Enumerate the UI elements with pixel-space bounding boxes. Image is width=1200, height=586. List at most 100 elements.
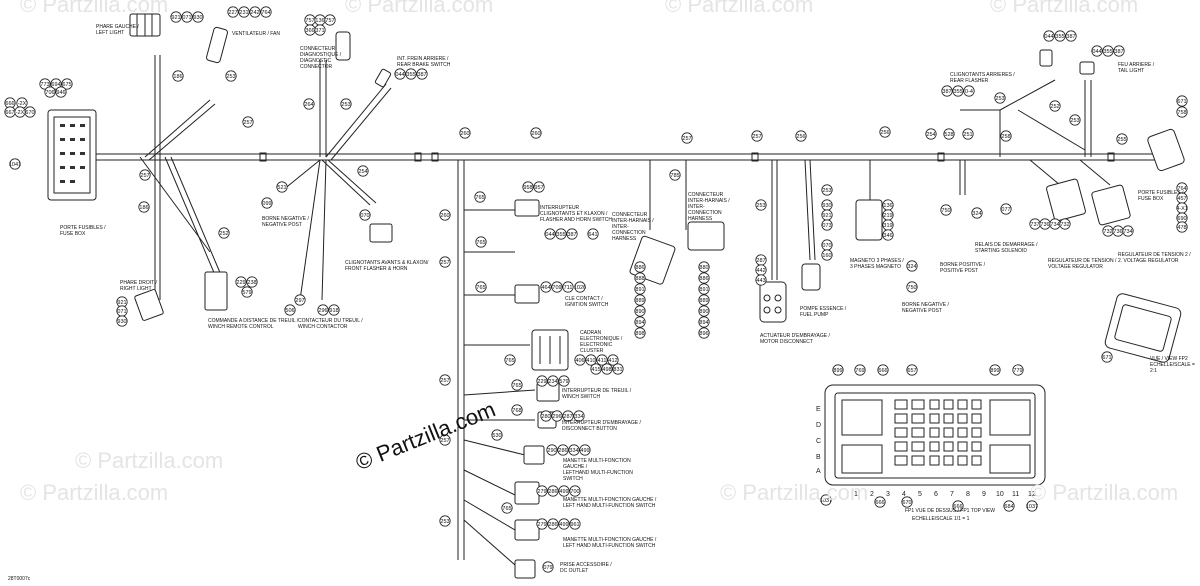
callout-circle bbox=[242, 116, 254, 128]
callout-circle bbox=[952, 85, 964, 97]
callout-number: 0-4 bbox=[965, 89, 973, 95]
callout-circle bbox=[491, 429, 503, 441]
callout-number: 530 bbox=[492, 433, 501, 439]
callout-number: 886 bbox=[635, 265, 644, 271]
callout-bubble: 734 bbox=[1049, 218, 1061, 230]
voltage-regulator-2-connector bbox=[1091, 184, 1131, 226]
callout-bubble: 499 bbox=[558, 518, 570, 530]
callout-circle bbox=[439, 209, 451, 221]
right-branches bbox=[649, 79, 1111, 280]
callout-bubble: 880 bbox=[698, 261, 710, 273]
callout-circle bbox=[906, 281, 918, 293]
grid-row-label: A bbox=[816, 468, 821, 475]
callout-number: 279 bbox=[537, 489, 546, 495]
callout-bubble: 758 bbox=[1176, 106, 1188, 118]
callout-bubble: 071 bbox=[181, 11, 193, 23]
callout-bubble: 921 bbox=[116, 296, 128, 308]
callout-circle bbox=[511, 379, 523, 391]
callout-bubble: 251 bbox=[962, 128, 974, 140]
callout-bubble: 252 bbox=[218, 227, 230, 239]
callout-number: 238 bbox=[247, 280, 256, 286]
callout-number: 757 bbox=[325, 18, 334, 24]
callout-circle bbox=[882, 229, 894, 241]
callout-bubble: 257 bbox=[681, 132, 693, 144]
callout-circle bbox=[475, 236, 487, 248]
callout-number: 286 bbox=[548, 489, 557, 495]
callout-bubble: 257 bbox=[242, 116, 254, 128]
reference-code: 28T0007c bbox=[8, 576, 31, 582]
callout-bubble: 918 bbox=[328, 304, 340, 316]
callout-number: 415 bbox=[591, 367, 600, 373]
callout-bubble: 387 bbox=[566, 228, 578, 240]
callout-number: 464 bbox=[541, 285, 550, 291]
callout-bubble: 886 bbox=[698, 272, 710, 284]
label-lefthand-switch-2: MANETTE MULTI-FONCTION GAUCHE / LEFT HAN… bbox=[563, 497, 657, 509]
flasher-horn-switch-connector bbox=[514, 199, 540, 217]
label-magneto: MAGNETO 3 PHASES / 3 PHASES MAGNETO bbox=[850, 258, 904, 270]
callout-bubble: 690 bbox=[1176, 212, 1188, 224]
callout-circle bbox=[562, 410, 574, 422]
callout-bubble: 296 bbox=[551, 410, 563, 422]
callout-bubble: 238 bbox=[246, 276, 258, 288]
callout-circle bbox=[634, 294, 646, 306]
label-scale: ECHELLE/SCALE 1/1 = 1 bbox=[912, 516, 970, 522]
callout-bubble: 324 bbox=[971, 207, 983, 219]
callout-number: 921 bbox=[117, 300, 126, 306]
callout-number: 918 bbox=[329, 308, 338, 314]
callout-circle bbox=[14, 106, 26, 118]
callout-circle bbox=[698, 272, 710, 284]
callout-bubble: 930 bbox=[116, 315, 128, 327]
label-inter-harness-2: CONNECTEUR INTER-HARNAIS / INTER- CONNEC… bbox=[688, 192, 730, 222]
callout-bubble: 734 bbox=[1122, 225, 1134, 237]
callout-bubble: 355 bbox=[555, 228, 567, 240]
callout-circle bbox=[569, 485, 581, 497]
callout-bubble: 1026 bbox=[574, 281, 586, 293]
callout-number: 251 bbox=[963, 132, 972, 138]
callout-circle bbox=[925, 128, 937, 140]
grid-row-label: B bbox=[816, 454, 821, 461]
callout-bubble: 406 bbox=[574, 354, 586, 366]
callout-circle bbox=[795, 130, 807, 142]
callout-bubble: 254 bbox=[925, 128, 937, 140]
callout-circle bbox=[569, 518, 581, 530]
callout-number: 528 bbox=[944, 132, 953, 138]
callout-bubble: 234 bbox=[547, 375, 559, 387]
callout-circle bbox=[547, 485, 559, 497]
callout-bubble: 355 bbox=[952, 85, 964, 97]
callout-number: 732 bbox=[1103, 229, 1112, 235]
callout-circle bbox=[1043, 30, 1055, 42]
fuse-box-top-view: E D C B A 1 2 3 4 5 6 7 8 9 10 11 12 bbox=[816, 384, 1046, 498]
right-fuse-connector bbox=[1147, 128, 1185, 172]
label-rear-brake: INT. FREIN ARRIERE / REAR BRAKE SWITCH bbox=[397, 56, 451, 68]
callout-bubble: 290 bbox=[546, 444, 558, 456]
callout-bubble: 706 bbox=[44, 86, 56, 98]
callout-circle bbox=[249, 6, 261, 18]
callout-circle bbox=[439, 256, 451, 268]
callout-bubble: 279 bbox=[536, 518, 548, 530]
lefthand-switch-connector-2 bbox=[514, 481, 540, 505]
callout-bubble: 0-4 bbox=[963, 85, 975, 97]
callout-number: 1037 bbox=[1026, 504, 1038, 510]
callout-bubble: 765 bbox=[504, 354, 516, 366]
callout-bubble: 260 bbox=[530, 127, 542, 139]
callout-circle bbox=[405, 68, 417, 80]
callout-circle bbox=[751, 130, 763, 142]
callout-number: 256 bbox=[796, 134, 805, 140]
callout-number: 773 bbox=[40, 82, 49, 88]
callout-number: 666 bbox=[875, 500, 884, 506]
callout-number: 257 bbox=[440, 260, 449, 266]
callout-bubble: 258 bbox=[1000, 130, 1012, 142]
grid-col-label: 10 bbox=[996, 491, 1004, 498]
label-ignition-switch: CLE CONTACT / IGNITION SWITCH bbox=[565, 296, 609, 308]
label-cluster: CADRAN ELECTRONIQUE / ELECTRONIC CLUSTER bbox=[580, 330, 623, 354]
callout-circle bbox=[551, 281, 563, 293]
callout-number: 757 bbox=[305, 18, 314, 24]
callout-bubble: 296 bbox=[317, 304, 329, 316]
callout-number: -2X bbox=[18, 101, 27, 107]
callout-number: 412 bbox=[608, 358, 617, 364]
callout-circle bbox=[1101, 351, 1113, 363]
callout-number: -2X bbox=[16, 110, 25, 116]
callout-number: 930 bbox=[117, 319, 126, 325]
callout-bubble: 334 bbox=[573, 410, 585, 422]
callout-number: 070 bbox=[360, 213, 369, 219]
